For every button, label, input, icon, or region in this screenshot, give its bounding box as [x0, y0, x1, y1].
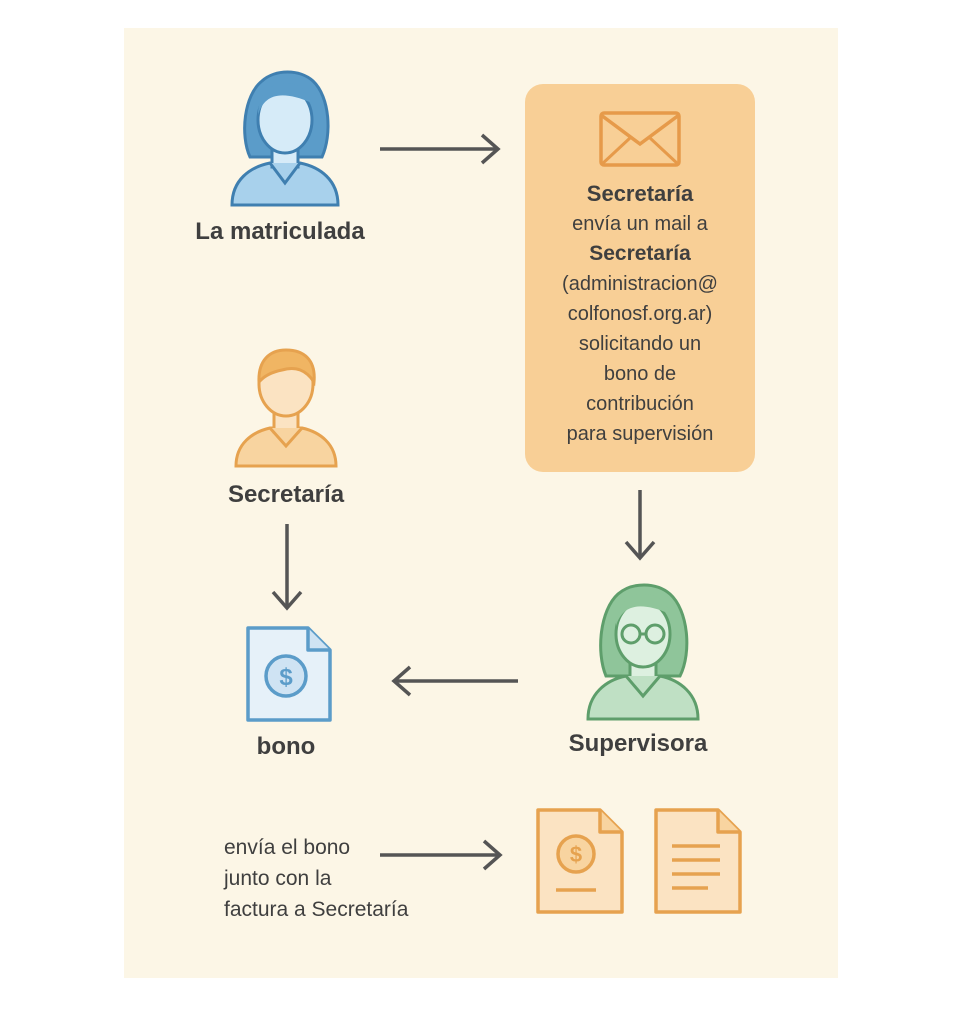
arrow-right-icon: [380, 133, 501, 165]
secretaria-label: Secretaría: [227, 481, 345, 508]
dollar-document-icon: $: [536, 808, 624, 914]
arrow-down-icon: [271, 524, 303, 611]
arrow-right-icon: [380, 839, 503, 871]
supervisora-label: Supervisora: [568, 730, 708, 757]
invoice-document-icon: [654, 808, 742, 914]
dollar-document-icon: $: [246, 626, 332, 722]
svg-text:$: $: [279, 664, 293, 691]
woman-person-icon: [230, 70, 340, 207]
woman-glasses-person-icon: [586, 583, 700, 721]
note-line: junto con la: [224, 867, 332, 890]
mail-request-card: Secretaría envía un mail a Secretaría (a…: [525, 84, 755, 472]
note-line: envía el bono: [224, 836, 351, 859]
bono-label: bono: [256, 733, 316, 760]
matriculada-label: La matriculada: [195, 218, 365, 245]
svg-text:$: $: [570, 842, 582, 867]
arrow-left-icon: [391, 665, 518, 697]
mail-card-line: para supervisión: [566, 423, 714, 445]
mail-card-line: envía un mail a: [572, 213, 708, 235]
man-person-icon: [234, 348, 338, 468]
send-note: envía el bono junto con la factura a Sec…: [224, 832, 408, 925]
mail-card-line: Secretaría: [589, 242, 691, 265]
mail-card-line: colfonosf.org.ar): [567, 303, 713, 325]
mail-card-line: (administracion@: [562, 273, 718, 295]
note-line: factura a Secretaría: [224, 898, 409, 921]
mail-card-line: solicitando un: [578, 333, 702, 355]
arrow-down-icon: [624, 490, 656, 561]
envelope-icon: [599, 111, 681, 167]
mail-card-title: Secretaría: [586, 181, 694, 206]
mail-card-line: bono de: [603, 363, 677, 385]
mail-card-line: contribución: [586, 393, 694, 415]
